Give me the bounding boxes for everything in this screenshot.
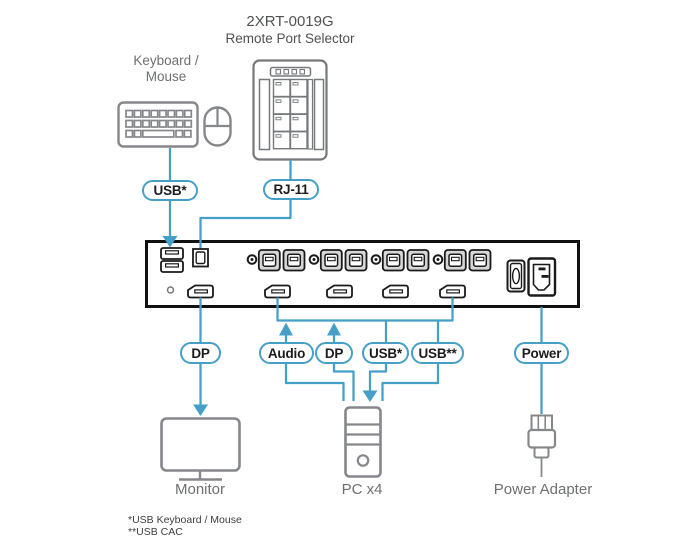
- model-number: 2XRT-0019G: [246, 13, 334, 30]
- arrow-dp-up: [327, 322, 341, 336]
- dp-port-console: [187, 284, 214, 299]
- dp-port-pc4: [439, 284, 466, 299]
- footnote-usb-cac: **USB CAC: [128, 526, 183, 538]
- power-switch: [506, 259, 526, 293]
- footnote-usb-keyboard-mouse: *USB Keyboard / Mouse: [128, 514, 242, 526]
- pill-rj11: RJ-11: [263, 179, 319, 200]
- pc-port-group-3: [370, 249, 430, 272]
- monitor-label: Monitor: [174, 481, 226, 498]
- dp-port-pc2: [326, 284, 353, 299]
- arrow-audio-up: [279, 322, 293, 336]
- power-plug-icon: [527, 414, 557, 477]
- pc-port-group-4: [432, 249, 492, 272]
- power-adapter-label: Power Adapter: [493, 481, 593, 498]
- ground-screw: [166, 286, 175, 294]
- selector-label: Remote Port Selector: [225, 31, 355, 46]
- pill-usb-keyboard: USB*: [142, 180, 198, 201]
- pill-audio: Audio: [259, 342, 314, 364]
- arrow-into-usb-console: [162, 236, 178, 248]
- line-selector-to-rj11: [199, 160, 292, 248]
- power-inlet: [527, 257, 557, 297]
- remote-port-selector-icon: [252, 59, 328, 161]
- keyboard-icon: [117, 101, 199, 148]
- dp-port-pc3: [382, 284, 409, 299]
- arrow-into-pc: [362, 390, 378, 402]
- line-dp-bus: [276, 297, 454, 322]
- pill-power: Power: [514, 342, 569, 364]
- arrow-into-monitor: [193, 404, 208, 416]
- port-select-buttons: [272, 78, 308, 150]
- mouse-icon: [203, 106, 232, 147]
- usb-a-console-ports: [160, 247, 184, 273]
- keyboard-mouse-label-line1: Keyboard /: [133, 53, 199, 68]
- pill-usb-pc: USB*: [362, 342, 409, 364]
- pc-label: PC x4: [341, 481, 383, 498]
- pc-tower-icon: [344, 406, 382, 478]
- pc-port-group-1: [246, 249, 306, 272]
- dp-port-pc1: [264, 284, 291, 299]
- keyboard-mouse-label: Keyboard / Mouse: [116, 53, 216, 85]
- pc-port-group-2: [308, 249, 368, 272]
- pill-dp-monitor: DP: [180, 342, 221, 364]
- pill-usb-cac: USB**: [411, 342, 464, 364]
- pill-dp-pc: DP: [315, 342, 353, 364]
- monitor-icon: [160, 417, 241, 481]
- keyboard-mouse-label-line2: Mouse: [145, 69, 187, 84]
- rj11-port: [192, 248, 209, 268]
- kvm-switch-icon: [145, 240, 580, 308]
